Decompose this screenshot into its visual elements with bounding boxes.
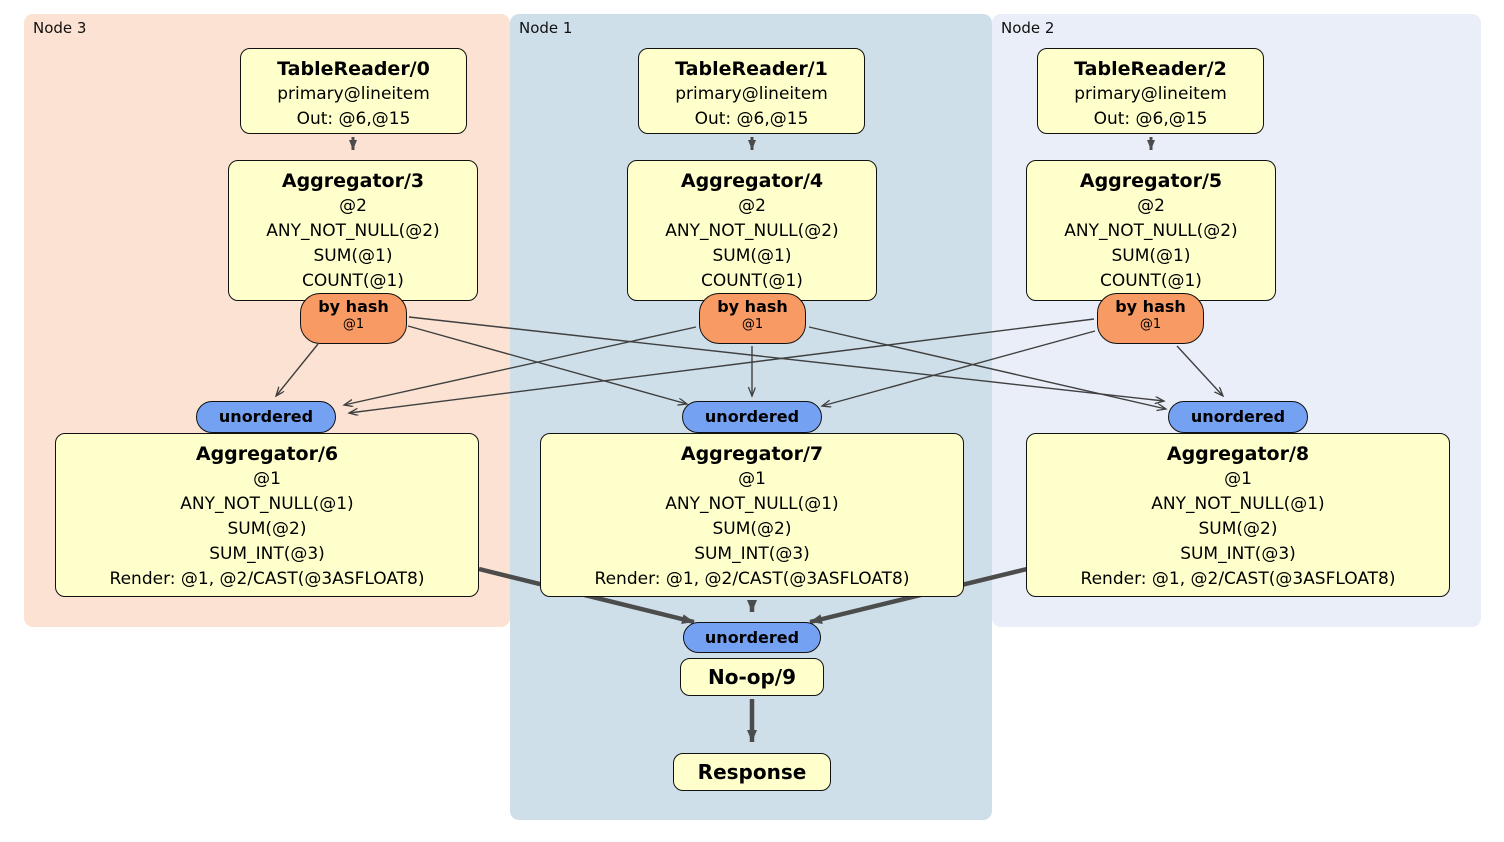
node-aggregator-5: Aggregator/5 @2 ANY_NOT_NULL(@2) SUM(@1)… bbox=[1026, 160, 1276, 301]
node-detail: primary@lineitem bbox=[277, 84, 430, 104]
node-detail: ANY_NOT_NULL(@2) bbox=[1064, 221, 1238, 241]
node-title: TableReader/1 bbox=[675, 58, 828, 80]
edge-hash5-un8 bbox=[1176, 345, 1223, 396]
node-title: Aggregator/7 bbox=[680, 443, 824, 465]
node-detail: SUM_INT(@3) bbox=[209, 544, 325, 564]
edge-hash4-un8 bbox=[808, 326, 1166, 409]
node-title: Aggregator/5 bbox=[1079, 170, 1223, 192]
router-columns: @1 bbox=[741, 317, 764, 332]
node-tablereader-2: TableReader/2 primary@lineitem Out: @6,@… bbox=[1037, 48, 1264, 134]
node-noop-9: No-op/9 bbox=[680, 658, 824, 696]
edge-hash3-un6 bbox=[276, 343, 319, 396]
node-aggregator-8: Aggregator/8 @1 ANY_NOT_NULL(@1) SUM(@2)… bbox=[1026, 433, 1450, 597]
sync-unordered-8: unordered bbox=[1168, 401, 1308, 433]
router-columns: @1 bbox=[342, 317, 365, 332]
node-detail: @1 bbox=[1224, 469, 1252, 489]
node-detail: primary@lineitem bbox=[1074, 84, 1227, 104]
edge-hash5-un7 bbox=[822, 330, 1096, 406]
edge-hash4-un6 bbox=[344, 326, 697, 405]
node-detail: Out: @6,@15 bbox=[296, 109, 411, 129]
node-detail: COUNT(@1) bbox=[701, 271, 803, 291]
node-response: Response bbox=[673, 753, 831, 791]
node-detail: @2 bbox=[1137, 196, 1165, 216]
router-by-hash-5: by hash @1 bbox=[1097, 293, 1204, 344]
node-detail: SUM(@1) bbox=[712, 246, 792, 266]
node-detail: @1 bbox=[253, 469, 281, 489]
node-detail: COUNT(@1) bbox=[302, 271, 404, 291]
edge-hash3-un7 bbox=[407, 325, 687, 404]
router-columns: @1 bbox=[1139, 317, 1162, 332]
node-detail: Out: @6,@15 bbox=[694, 109, 809, 129]
node-detail: SUM(@1) bbox=[313, 246, 393, 266]
sync-unordered-7: unordered bbox=[682, 401, 822, 433]
node-title: Response bbox=[697, 760, 807, 784]
node-detail: ANY_NOT_NULL(@1) bbox=[180, 494, 354, 514]
sync-unordered-6: unordered bbox=[196, 401, 336, 433]
node-tablereader-0: TableReader/0 primary@lineitem Out: @6,@… bbox=[240, 48, 467, 134]
region-label: Node 3 bbox=[33, 19, 87, 37]
router-label: by hash bbox=[717, 297, 788, 316]
node-detail: @1 bbox=[738, 469, 766, 489]
node-title: No-op/9 bbox=[707, 665, 797, 689]
node-title: Aggregator/3 bbox=[281, 170, 425, 192]
node-detail: ANY_NOT_NULL(@1) bbox=[1151, 494, 1325, 514]
node-detail: Render: @1, @2/CAST(@3ASFLOAT8) bbox=[109, 569, 425, 589]
node-detail: SUM(@1) bbox=[1111, 246, 1191, 266]
node-detail: COUNT(@1) bbox=[1100, 271, 1202, 291]
node-detail: ANY_NOT_NULL(@1) bbox=[665, 494, 839, 514]
node-detail: SUM(@2) bbox=[1198, 519, 1278, 539]
node-detail: SUM_INT(@3) bbox=[1180, 544, 1296, 564]
node-aggregator-7: Aggregator/7 @1 ANY_NOT_NULL(@1) SUM(@2)… bbox=[540, 433, 964, 597]
node-title: Aggregator/4 bbox=[680, 170, 824, 192]
node-tablereader-1: TableReader/1 primary@lineitem Out: @6,@… bbox=[638, 48, 865, 134]
node-detail: SUM(@2) bbox=[712, 519, 792, 539]
region-label: Node 1 bbox=[519, 19, 573, 37]
node-detail: ANY_NOT_NULL(@2) bbox=[266, 221, 440, 241]
router-by-hash-3: by hash @1 bbox=[300, 293, 407, 344]
node-title: Aggregator/8 bbox=[1166, 443, 1310, 465]
node-detail: Render: @1, @2/CAST(@3ASFLOAT8) bbox=[594, 569, 910, 589]
node-detail: @2 bbox=[339, 196, 367, 216]
node-aggregator-6: Aggregator/6 @1 ANY_NOT_NULL(@1) SUM(@2)… bbox=[55, 433, 479, 597]
edge-hash3-un8 bbox=[408, 316, 1164, 401]
node-detail: Out: @6,@15 bbox=[1093, 109, 1208, 129]
node-detail: @2 bbox=[738, 196, 766, 216]
sync-unordered-9: unordered bbox=[683, 622, 821, 653]
node-detail: primary@lineitem bbox=[675, 84, 828, 104]
region-label: Node 2 bbox=[1001, 19, 1055, 37]
node-title: Aggregator/6 bbox=[195, 443, 339, 465]
node-detail: Render: @1, @2/CAST(@3ASFLOAT8) bbox=[1080, 569, 1396, 589]
edge-hash5-un6 bbox=[349, 318, 1095, 413]
router-label: by hash bbox=[1115, 297, 1186, 316]
router-label: by hash bbox=[318, 297, 389, 316]
node-aggregator-4: Aggregator/4 @2 ANY_NOT_NULL(@2) SUM(@1)… bbox=[627, 160, 877, 301]
node-aggregator-3: Aggregator/3 @2 ANY_NOT_NULL(@2) SUM(@1)… bbox=[228, 160, 478, 301]
router-by-hash-4: by hash @1 bbox=[699, 293, 806, 344]
node-detail: SUM(@2) bbox=[227, 519, 307, 539]
node-title: TableReader/2 bbox=[1074, 58, 1227, 80]
node-detail: SUM_INT(@3) bbox=[694, 544, 810, 564]
node-title: TableReader/0 bbox=[277, 58, 430, 80]
node-detail: ANY_NOT_NULL(@2) bbox=[665, 221, 839, 241]
